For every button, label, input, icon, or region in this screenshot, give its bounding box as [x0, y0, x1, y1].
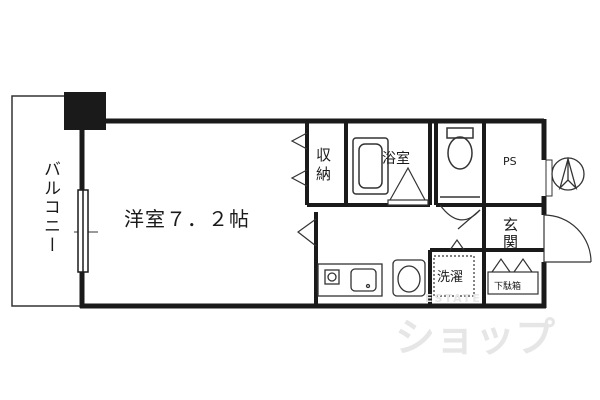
pipe-space-label: PS: [503, 155, 517, 168]
shoe-box: [487, 257, 539, 295]
bath-door: [387, 166, 429, 206]
entrance-door: [543, 214, 592, 263]
balcony-window: [77, 189, 89, 273]
compass-icon: [551, 156, 585, 191]
washbasin: [392, 259, 426, 297]
duct-marker: [545, 159, 553, 197]
room-door: [296, 218, 317, 247]
outer-walls: [79, 118, 547, 309]
watermark-text: ショップ: [395, 315, 555, 361]
toilet: [440, 127, 480, 198]
interior-walls: [305, 121, 544, 306]
laundry-label: 洗濯: [437, 270, 464, 285]
balcony-label: バルコニー: [40, 160, 60, 255]
western-room-label: 洋室７．２帖: [124, 207, 250, 231]
watermark-latin: ESTATE: [425, 292, 482, 305]
shoe-box-label: 下駄箱: [494, 282, 522, 292]
kitchen-counter: [317, 263, 383, 297]
bathroom-label: 浴室: [382, 151, 410, 167]
laundry-pan: [433, 238, 475, 297]
structural-pillar: [64, 92, 106, 130]
closet-doors: [290, 132, 308, 187]
bathtub: [352, 137, 389, 195]
closet-label: 収納: [316, 146, 332, 183]
toilet-door: [439, 204, 481, 230]
entrance-label: 玄関: [503, 216, 519, 251]
